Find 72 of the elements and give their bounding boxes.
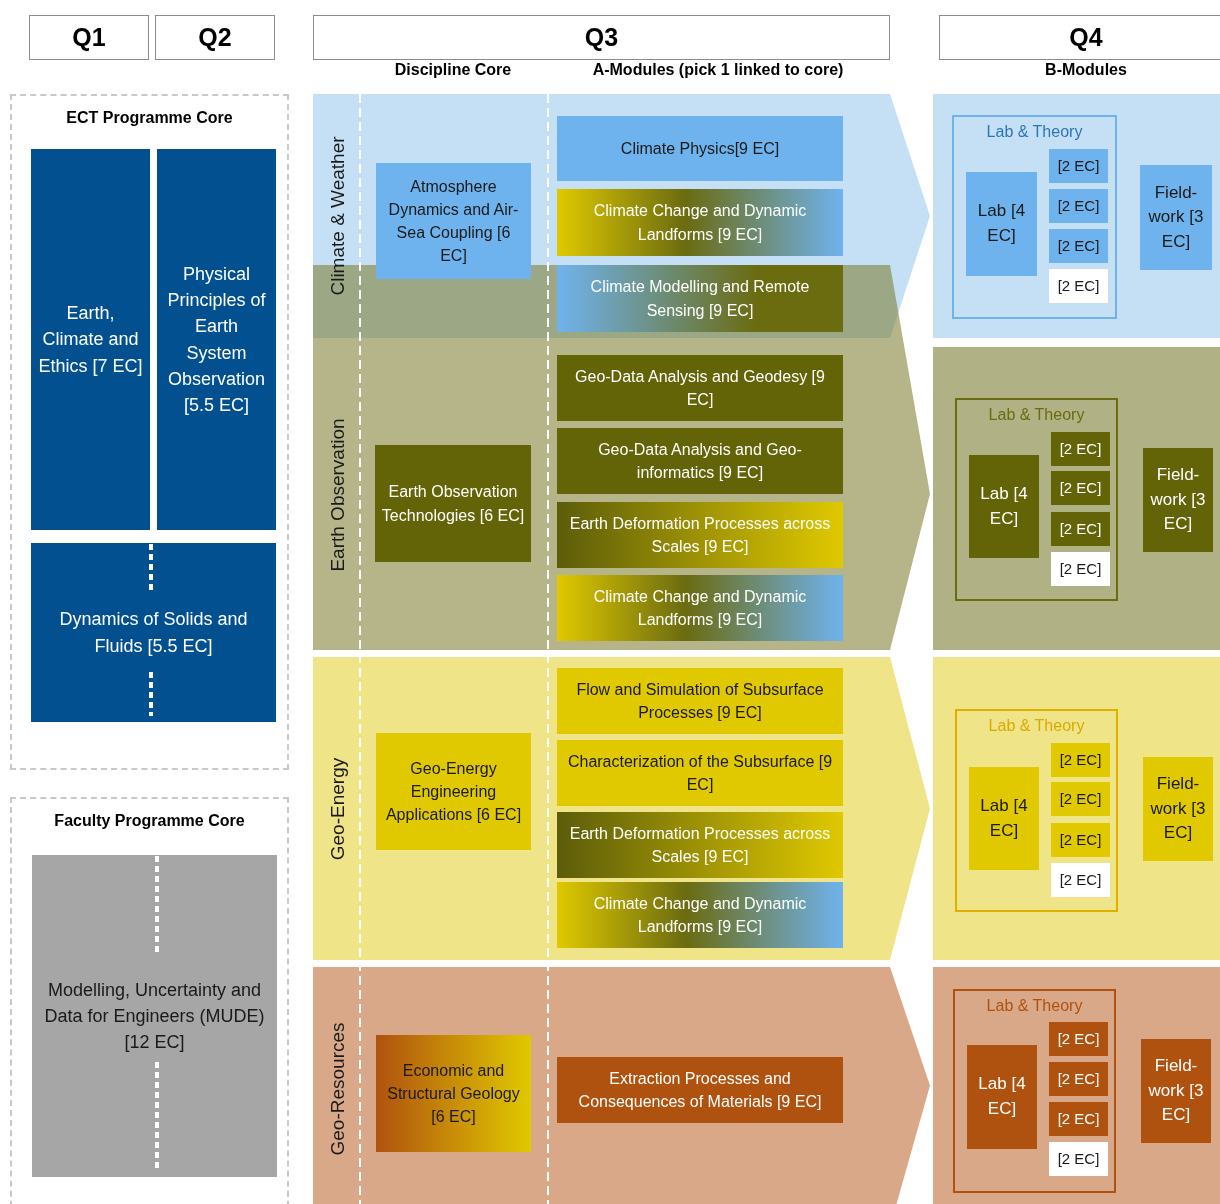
module-box: [2 EC]: [1051, 743, 1110, 777]
module-box: Flow and Simulation of Subsurface Processes [9 EC]: [557, 668, 843, 734]
core-course-box: Earth, Climate and Ethics [7 EC]: [31, 149, 150, 530]
group-title: Lab & Theory: [985, 997, 1084, 1015]
module-box: Atmosphere Dynamics and Air-Sea Coupling [6 EC]: [376, 163, 531, 279]
module-box: Field-work [3 EC]: [1140, 165, 1212, 270]
module-panel: [933, 347, 1220, 650]
group-title: Lab & Theory: [987, 717, 1086, 735]
module-box: [2 EC]: [1051, 471, 1110, 505]
module-box: Field-work [3 EC]: [1143, 757, 1213, 861]
group-title: ECT Programme Core: [65, 109, 234, 127]
core-course-box: Dynamics of Solids and Fluids [5.5 EC]: [31, 543, 276, 722]
group-frame: [952, 115, 1117, 319]
module-panel: [933, 657, 1220, 960]
module-box: [2 EC]: [1049, 1062, 1108, 1096]
module-box: Climate Change and Dynamic Landforms [9 EC]: [557, 189, 843, 256]
column-header: Q2: [155, 15, 275, 60]
group-title: Lab & Theory: [985, 123, 1084, 141]
track-title: Earth Observation: [327, 418, 349, 572]
column-header: Q3: [313, 15, 890, 60]
column-subheading: A-Modules (pick 1 linked to core): [592, 61, 844, 79]
module-box: [2 EC]: [1051, 823, 1110, 857]
column-subheading: B-Modules: [1045, 61, 1127, 79]
module-box: Lab [4 EC]: [969, 767, 1039, 870]
module-box: Geo-Data Analysis and Geodesy [9 EC]: [557, 355, 843, 421]
module-box: Lab [4 EC]: [967, 1045, 1037, 1149]
column-header: Q1: [29, 15, 149, 60]
module-box: [2 EC]: [1051, 552, 1110, 586]
module-box: Climate Change and Dynamic Landforms [9 EC]: [557, 575, 843, 641]
module-panel: [933, 967, 1220, 1204]
module-box: Climate Physics[9 EC]: [557, 116, 843, 181]
module-box: Geo-Energy Engineering Applications [6 EC]: [376, 733, 531, 850]
core-course-box: Modelling, Uncertainty and Data for Engineers (MUDE) [12 EC]: [32, 855, 277, 1177]
module-box: Geo-Data Analysis and Geo-informatics [9 EC]: [557, 428, 843, 494]
module-box: [2 EC]: [1049, 149, 1108, 183]
module-box: Climate Modelling and Remote Sensing [9 EC]: [557, 265, 843, 332]
module-box: [2 EC]: [1051, 782, 1110, 816]
programme-core-frame: [10, 94, 289, 770]
module-box: Lab [4 EC]: [966, 172, 1037, 276]
module-box: [2 EC]: [1049, 189, 1108, 223]
group-frame: [953, 989, 1116, 1193]
core-course-box: Physical Principles of Earth System Observation [5.5 EC]: [157, 149, 276, 530]
track-title: Geo-Energy: [327, 757, 349, 860]
module-box: Characterization of the Subsurface [9 EC]: [557, 740, 843, 806]
module-box: [2 EC]: [1051, 432, 1110, 466]
module-box: [2 EC]: [1049, 1142, 1108, 1176]
module-box: [2 EC]: [1051, 512, 1110, 546]
group-title: Lab & Theory: [987, 406, 1086, 424]
track-title: Geo-Resources: [327, 1022, 349, 1156]
group-frame: [955, 709, 1118, 912]
track-title: Climate & Weather: [327, 136, 349, 296]
track-band: [313, 657, 930, 960]
group-title: Faculty Programme Core: [53, 812, 246, 830]
track-band: [313, 967, 930, 1204]
module-box: Field-work [3 EC]: [1141, 1039, 1211, 1143]
module-box: Climate Change and Dynamic Landforms [9 EC]: [557, 882, 843, 948]
module-box: [2 EC]: [1051, 863, 1110, 897]
column-header: Q4: [939, 15, 1220, 60]
group-frame: [955, 398, 1118, 601]
module-box: [2 EC]: [1049, 229, 1108, 263]
programme-core-frame: [10, 797, 289, 1204]
module-box: Earth Deformation Processes across Scales [9 EC]: [557, 812, 843, 878]
module-box: Earth Deformation Processes across Scales [9 EC]: [557, 502, 843, 568]
module-box: [2 EC]: [1049, 269, 1108, 303]
module-box: Lab [4 EC]: [969, 455, 1039, 558]
module-box: Field-work [3 EC]: [1143, 448, 1213, 552]
module-box: Extraction Processes and Consequences of Materials [9 EC]: [557, 1057, 843, 1123]
module-box: Earth Observation Technologies [6 EC]: [375, 445, 531, 562]
module-box: [2 EC]: [1049, 1102, 1108, 1136]
module-panel: [933, 94, 1220, 338]
module-box: Economic and Structural Geology [6 EC]: [376, 1035, 531, 1152]
module-box: [2 EC]: [1049, 1022, 1108, 1056]
